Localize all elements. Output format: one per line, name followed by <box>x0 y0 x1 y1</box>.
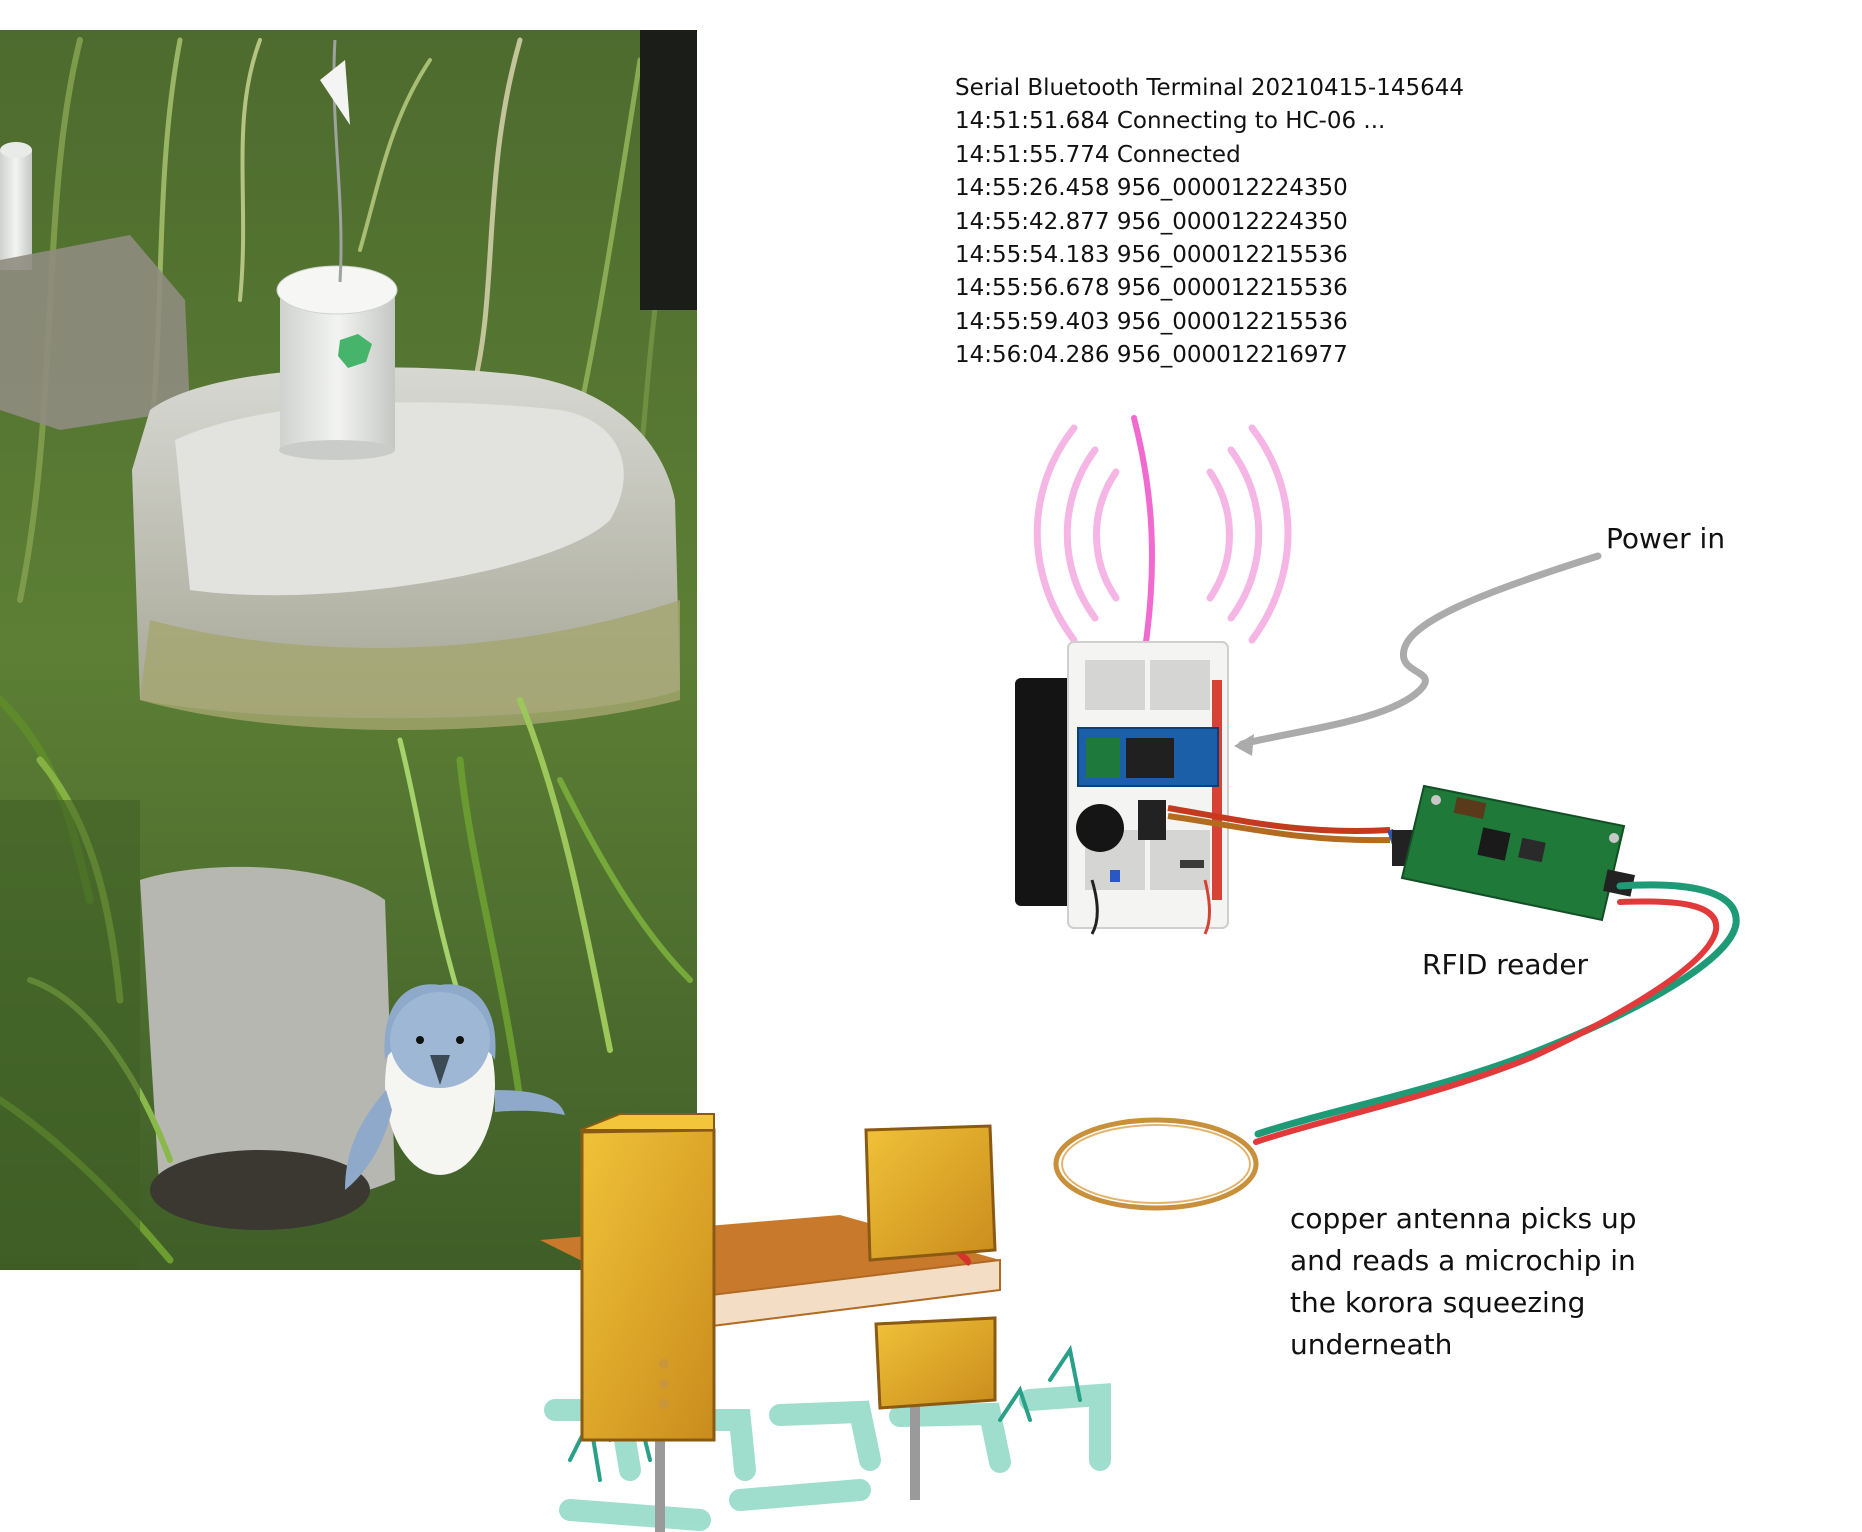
rfid-reader-label: RFID reader <box>1422 948 1589 981</box>
terminal-line: 14:55:54.183 956_000012215536 <box>955 242 1348 269</box>
terminal-line-title: Serial Bluetooth Terminal 20210415-14564… <box>955 75 1465 101</box>
burrow-pipe <box>140 866 395 1209</box>
caption-line: and reads a microchip in <box>1290 1244 1636 1277</box>
breadboard-module <box>1015 641 1414 935</box>
antenna-caption: copper antenna picks up and reads a micr… <box>1290 1198 1710 1366</box>
copper-antenna <box>1053 1117 1259 1211</box>
penguin-toy <box>345 984 565 1190</box>
power-in-label: Power in <box>1606 522 1726 555</box>
terminal-line: 14:55:59.403 956_000012215536 <box>955 308 1348 335</box>
terminal-line: 14:51:51.684 Connecting to HC-06 ... <box>955 108 1386 135</box>
terminal-line: 14:56:04.286 956_000012216977 <box>955 342 1348 369</box>
power-in-arrow <box>1234 552 1602 756</box>
terminal-line: 14:51:55.774 Connected <box>955 141 1241 168</box>
terminal-line: 14:55:26.458 956_000012224350 <box>955 175 1348 202</box>
field-photo <box>0 30 697 1270</box>
rfid-reader-board <box>1400 784 1635 922</box>
terminal-line: 14:55:56.678 956_000012215536 <box>955 275 1348 302</box>
caption-line: the korora squeezing <box>1290 1286 1586 1319</box>
burrow-sketch <box>540 1113 1111 1532</box>
terminal-line: 14:55:42.877 956_000012224350 <box>955 208 1348 235</box>
serial-terminal-log: Serial Bluetooth Terminal 20210415-14564… <box>955 72 1515 373</box>
pipe-marker <box>276 39 398 460</box>
bluetooth-antenna <box>1131 415 1155 683</box>
antenna-cable <box>1253 881 1740 1145</box>
signal-waves <box>1033 424 1292 644</box>
caption-line: underneath <box>1290 1328 1453 1361</box>
caption-line: copper antenna picks up <box>1290 1202 1637 1235</box>
